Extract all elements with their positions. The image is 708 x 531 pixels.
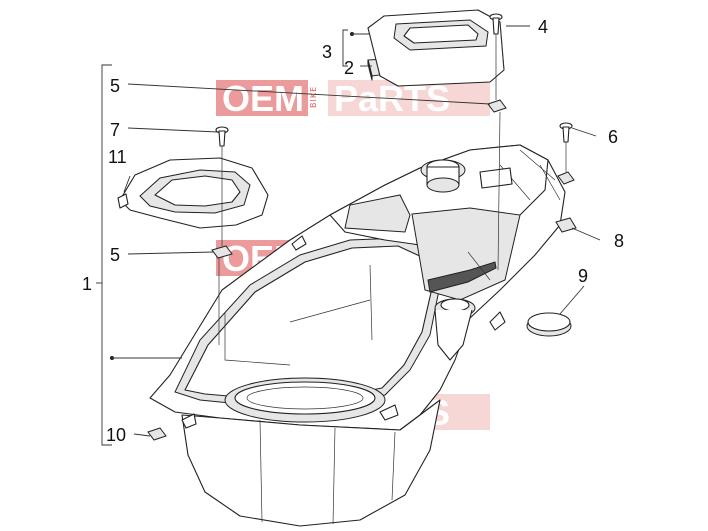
callout-11: 11 xyxy=(108,147,127,167)
callout-2: 2 xyxy=(344,58,354,78)
part-7-screw xyxy=(215,126,229,147)
part-5-clip-mid xyxy=(211,245,233,259)
callout-labels: 1 2 3 4 5 6 7 8 9 10 11 5 xyxy=(82,17,624,445)
part-9-rubber-plug xyxy=(526,312,572,337)
part-6-screw xyxy=(557,122,575,185)
watermark-top: OEM BIKE PaRTS xyxy=(216,78,490,119)
callout-5-top: 5 xyxy=(110,76,120,96)
callout-10: 10 xyxy=(106,425,126,445)
part-8-clip xyxy=(555,217,577,233)
assembly-bracket xyxy=(96,64,182,446)
callout-7: 7 xyxy=(110,120,120,140)
part-10-clip xyxy=(147,427,167,441)
alignment-lines xyxy=(218,34,567,345)
callout-3: 3 xyxy=(322,42,332,62)
part-5-clip-top xyxy=(487,99,507,113)
callout-9: 9 xyxy=(578,266,588,286)
callout-5-mid: 5 xyxy=(110,245,120,265)
svg-text:BIKE: BIKE xyxy=(309,86,318,108)
leader-lines xyxy=(123,25,601,437)
svg-text:OEM: OEM xyxy=(222,78,304,119)
part-4-screw xyxy=(489,13,503,35)
callout-6: 6 xyxy=(608,127,618,147)
callout-1: 1 xyxy=(82,274,92,294)
callout-4: 4 xyxy=(538,17,548,37)
part-3-top-cover xyxy=(367,9,505,87)
callout-8: 8 xyxy=(614,231,624,251)
part-11-lid xyxy=(117,157,269,229)
helmet-compartment xyxy=(149,144,566,527)
